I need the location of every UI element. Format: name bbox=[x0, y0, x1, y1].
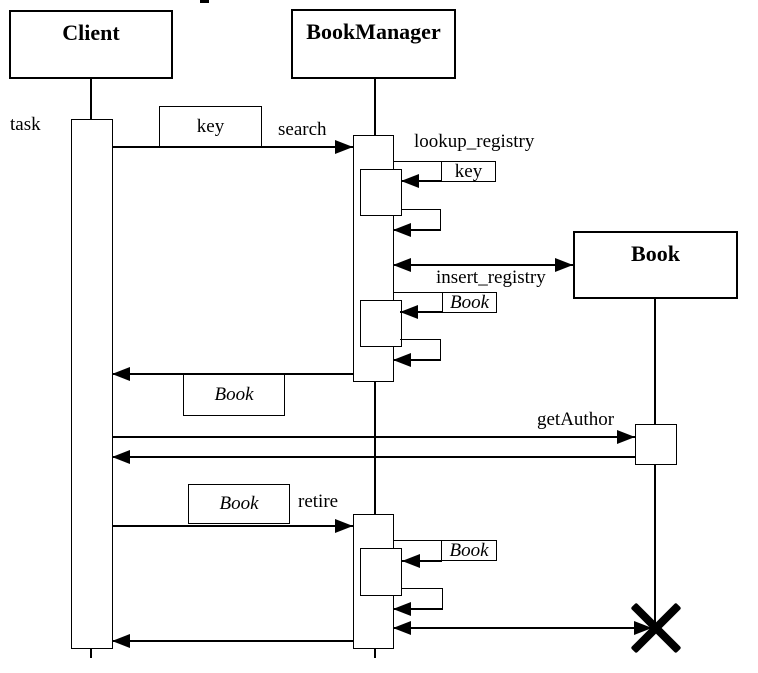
book-message-2-arrowhead bbox=[402, 554, 420, 568]
destroy-line bbox=[393, 627, 652, 629]
client-activation-bar bbox=[71, 119, 113, 649]
retire-param-label: Book bbox=[219, 493, 259, 514]
bookmanager-lifeline-stub bbox=[374, 649, 376, 658]
task-label: task bbox=[10, 114, 41, 135]
self-call-2-top-line bbox=[400, 339, 441, 340]
search-return-box: Book bbox=[183, 374, 285, 416]
bookmanager-lifeline-upper bbox=[374, 79, 376, 135]
retire-call-arrowhead bbox=[335, 519, 353, 533]
bookmanager-nested-activation-1 bbox=[360, 169, 402, 216]
self-call-3-arrowhead bbox=[393, 602, 411, 616]
book-message-1-arrowhead bbox=[400, 305, 418, 319]
cropped-text-fragment bbox=[200, 0, 209, 3]
search-call-line bbox=[112, 146, 353, 148]
self-call-1-arrowhead bbox=[393, 223, 411, 237]
insert-registry-left-arrowhead bbox=[393, 258, 411, 272]
book-message-1-attach-line bbox=[393, 292, 443, 293]
self-call-2-return-line bbox=[393, 359, 441, 361]
bookmanager-lifeline-middle bbox=[374, 382, 376, 514]
book-message-1-arrow-line bbox=[400, 311, 443, 313]
insert-registry-label: insert_registry bbox=[436, 267, 546, 288]
search-return-line bbox=[112, 373, 353, 375]
search-param-box: key bbox=[159, 106, 262, 148]
book-message-box-1: Book bbox=[442, 292, 497, 313]
client-class-title: Client bbox=[62, 20, 120, 45]
bookmanager-class-title: BookManager bbox=[306, 19, 441, 44]
getauthor-call-arrowhead bbox=[617, 430, 635, 444]
search-return-arrowhead bbox=[112, 367, 130, 381]
book-message-2-attach-line bbox=[393, 540, 442, 541]
book-class-title: Book bbox=[631, 241, 680, 266]
self-call-2-arrowhead bbox=[393, 353, 411, 367]
key-message-arrow-line bbox=[401, 180, 442, 182]
search-call-arrowhead bbox=[335, 140, 353, 154]
bookmanager-nested-activation-3 bbox=[360, 548, 402, 596]
getauthor-return-line bbox=[112, 456, 635, 458]
destroy-left-arrowhead bbox=[393, 621, 411, 635]
self-call-1-right-line bbox=[440, 209, 441, 231]
final-return-arrowhead bbox=[112, 634, 130, 648]
retire-call-line bbox=[112, 525, 353, 527]
getauthor-call-line bbox=[112, 436, 635, 438]
final-return-line bbox=[112, 640, 353, 642]
bookmanager-nested-activation-2 bbox=[360, 300, 402, 347]
getauthor-label: getAuthor bbox=[537, 409, 615, 430]
self-call-2-right-line bbox=[440, 339, 441, 360]
retire-param-box: Book bbox=[188, 484, 290, 524]
book-message-box-2: Book bbox=[441, 540, 497, 561]
book-message-2-label: Book bbox=[449, 539, 489, 561]
key-message-label: key bbox=[454, 160, 483, 182]
client-lifeline-stub bbox=[90, 649, 92, 658]
getauthor-return-arrowhead bbox=[112, 450, 130, 464]
search-param-label: key bbox=[196, 116, 225, 137]
client-lifeline bbox=[90, 79, 92, 119]
book-message-2-arrow-line bbox=[402, 560, 442, 562]
search-return-label: Book bbox=[214, 384, 254, 405]
self-call-3-right-line bbox=[442, 588, 443, 609]
self-call-3-top-line bbox=[402, 588, 443, 589]
retire-label: retire bbox=[298, 491, 339, 512]
self-call-1-return-line bbox=[393, 229, 441, 231]
insert-registry-right-arrowhead bbox=[555, 258, 573, 272]
book-message-1-label: Book bbox=[449, 291, 490, 313]
key-message-box: key bbox=[441, 161, 496, 182]
bookmanager-class-box: BookManager bbox=[291, 9, 456, 79]
search-label: search bbox=[278, 119, 327, 140]
book-class-box: Book bbox=[573, 231, 738, 299]
self-call-1-top-line bbox=[401, 209, 441, 210]
lookup-registry-label: lookup_registry bbox=[414, 131, 535, 152]
book-activation-bar bbox=[635, 424, 677, 465]
insert-registry-line bbox=[393, 264, 573, 266]
key-message-arrowhead bbox=[401, 174, 419, 188]
client-class-box: Client bbox=[9, 10, 173, 79]
key-message-attach-line bbox=[393, 161, 442, 162]
self-call-3-return-line bbox=[393, 608, 443, 610]
